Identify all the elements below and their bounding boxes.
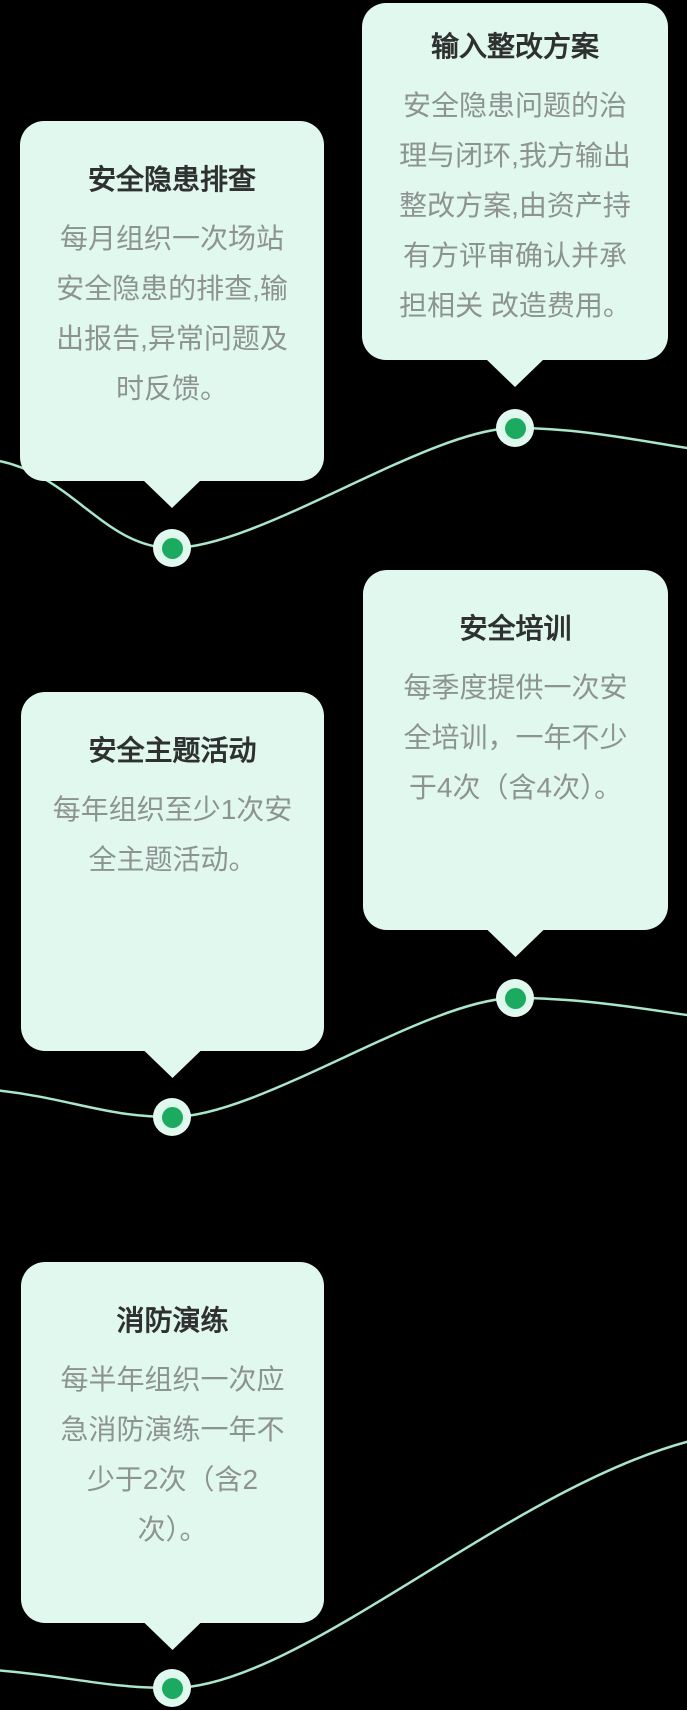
step-card-rectification-plan: 输入整改方案 安全隐患问题的治 理与闭环,我方输出 整改方案,由资产持 有方评审…	[362, 3, 668, 387]
timeline-node-dot-2	[496, 409, 534, 447]
step-card-fire-drill: 消防演练 每半年组织一次应 急消防演练一年不 少于2次（含2 次）。	[21, 1262, 324, 1650]
step-body: 安全隐患问题的治 理与闭环,我方输出 整改方案,由资产持 有方评审确认并承 担相…	[399, 90, 631, 321]
step-title: 输入整改方案	[430, 31, 599, 62]
wave-segment-middle	[0, 996, 687, 1119]
dot-core	[504, 987, 526, 1009]
timeline-node-dot-1	[153, 529, 191, 567]
step-body: 每年组织至少1次安 全主题活动。	[52, 794, 293, 875]
step-body: 每半年组织一次应 急消防演练一年不 少于2次（含2 次）。	[60, 1364, 285, 1545]
step-title: 安全培训	[459, 613, 572, 644]
dot-core	[161, 1677, 183, 1699]
timeline-node-dot-5	[153, 1669, 191, 1707]
step-card-safety-training: 安全培训 每季度提供一次安 全培训，一年不少 于4次（含4次）。	[363, 570, 668, 957]
step-title: 消防演练	[116, 1305, 229, 1336]
step-title: 安全主题活动	[88, 735, 257, 766]
dot-core	[161, 537, 183, 559]
timeline-node-dot-4	[496, 979, 534, 1017]
wave-segment-top	[0, 426, 687, 550]
step-card-theme-activity: 安全主题活动 每年组织至少1次安 全主题活动。	[21, 692, 324, 1078]
step-title: 安全隐患排查	[87, 164, 256, 195]
step-body: 每月组织一次场站 安全隐患的排查,输 出报告,异常问题及 时反馈。	[56, 223, 288, 404]
timeline-node-dot-3	[153, 1098, 191, 1136]
dot-core	[504, 417, 526, 439]
step-body: 每季度提供一次安 全培训，一年不少 于4次（含4次）。	[403, 672, 628, 803]
step-card-hazard-inspection: 安全隐患排查 每月组织一次场站 安全隐患的排查,输 出报告,异常问题及 时反馈。	[20, 121, 324, 508]
dot-core	[161, 1106, 183, 1128]
wave-segment-bottom	[0, 1440, 687, 1690]
